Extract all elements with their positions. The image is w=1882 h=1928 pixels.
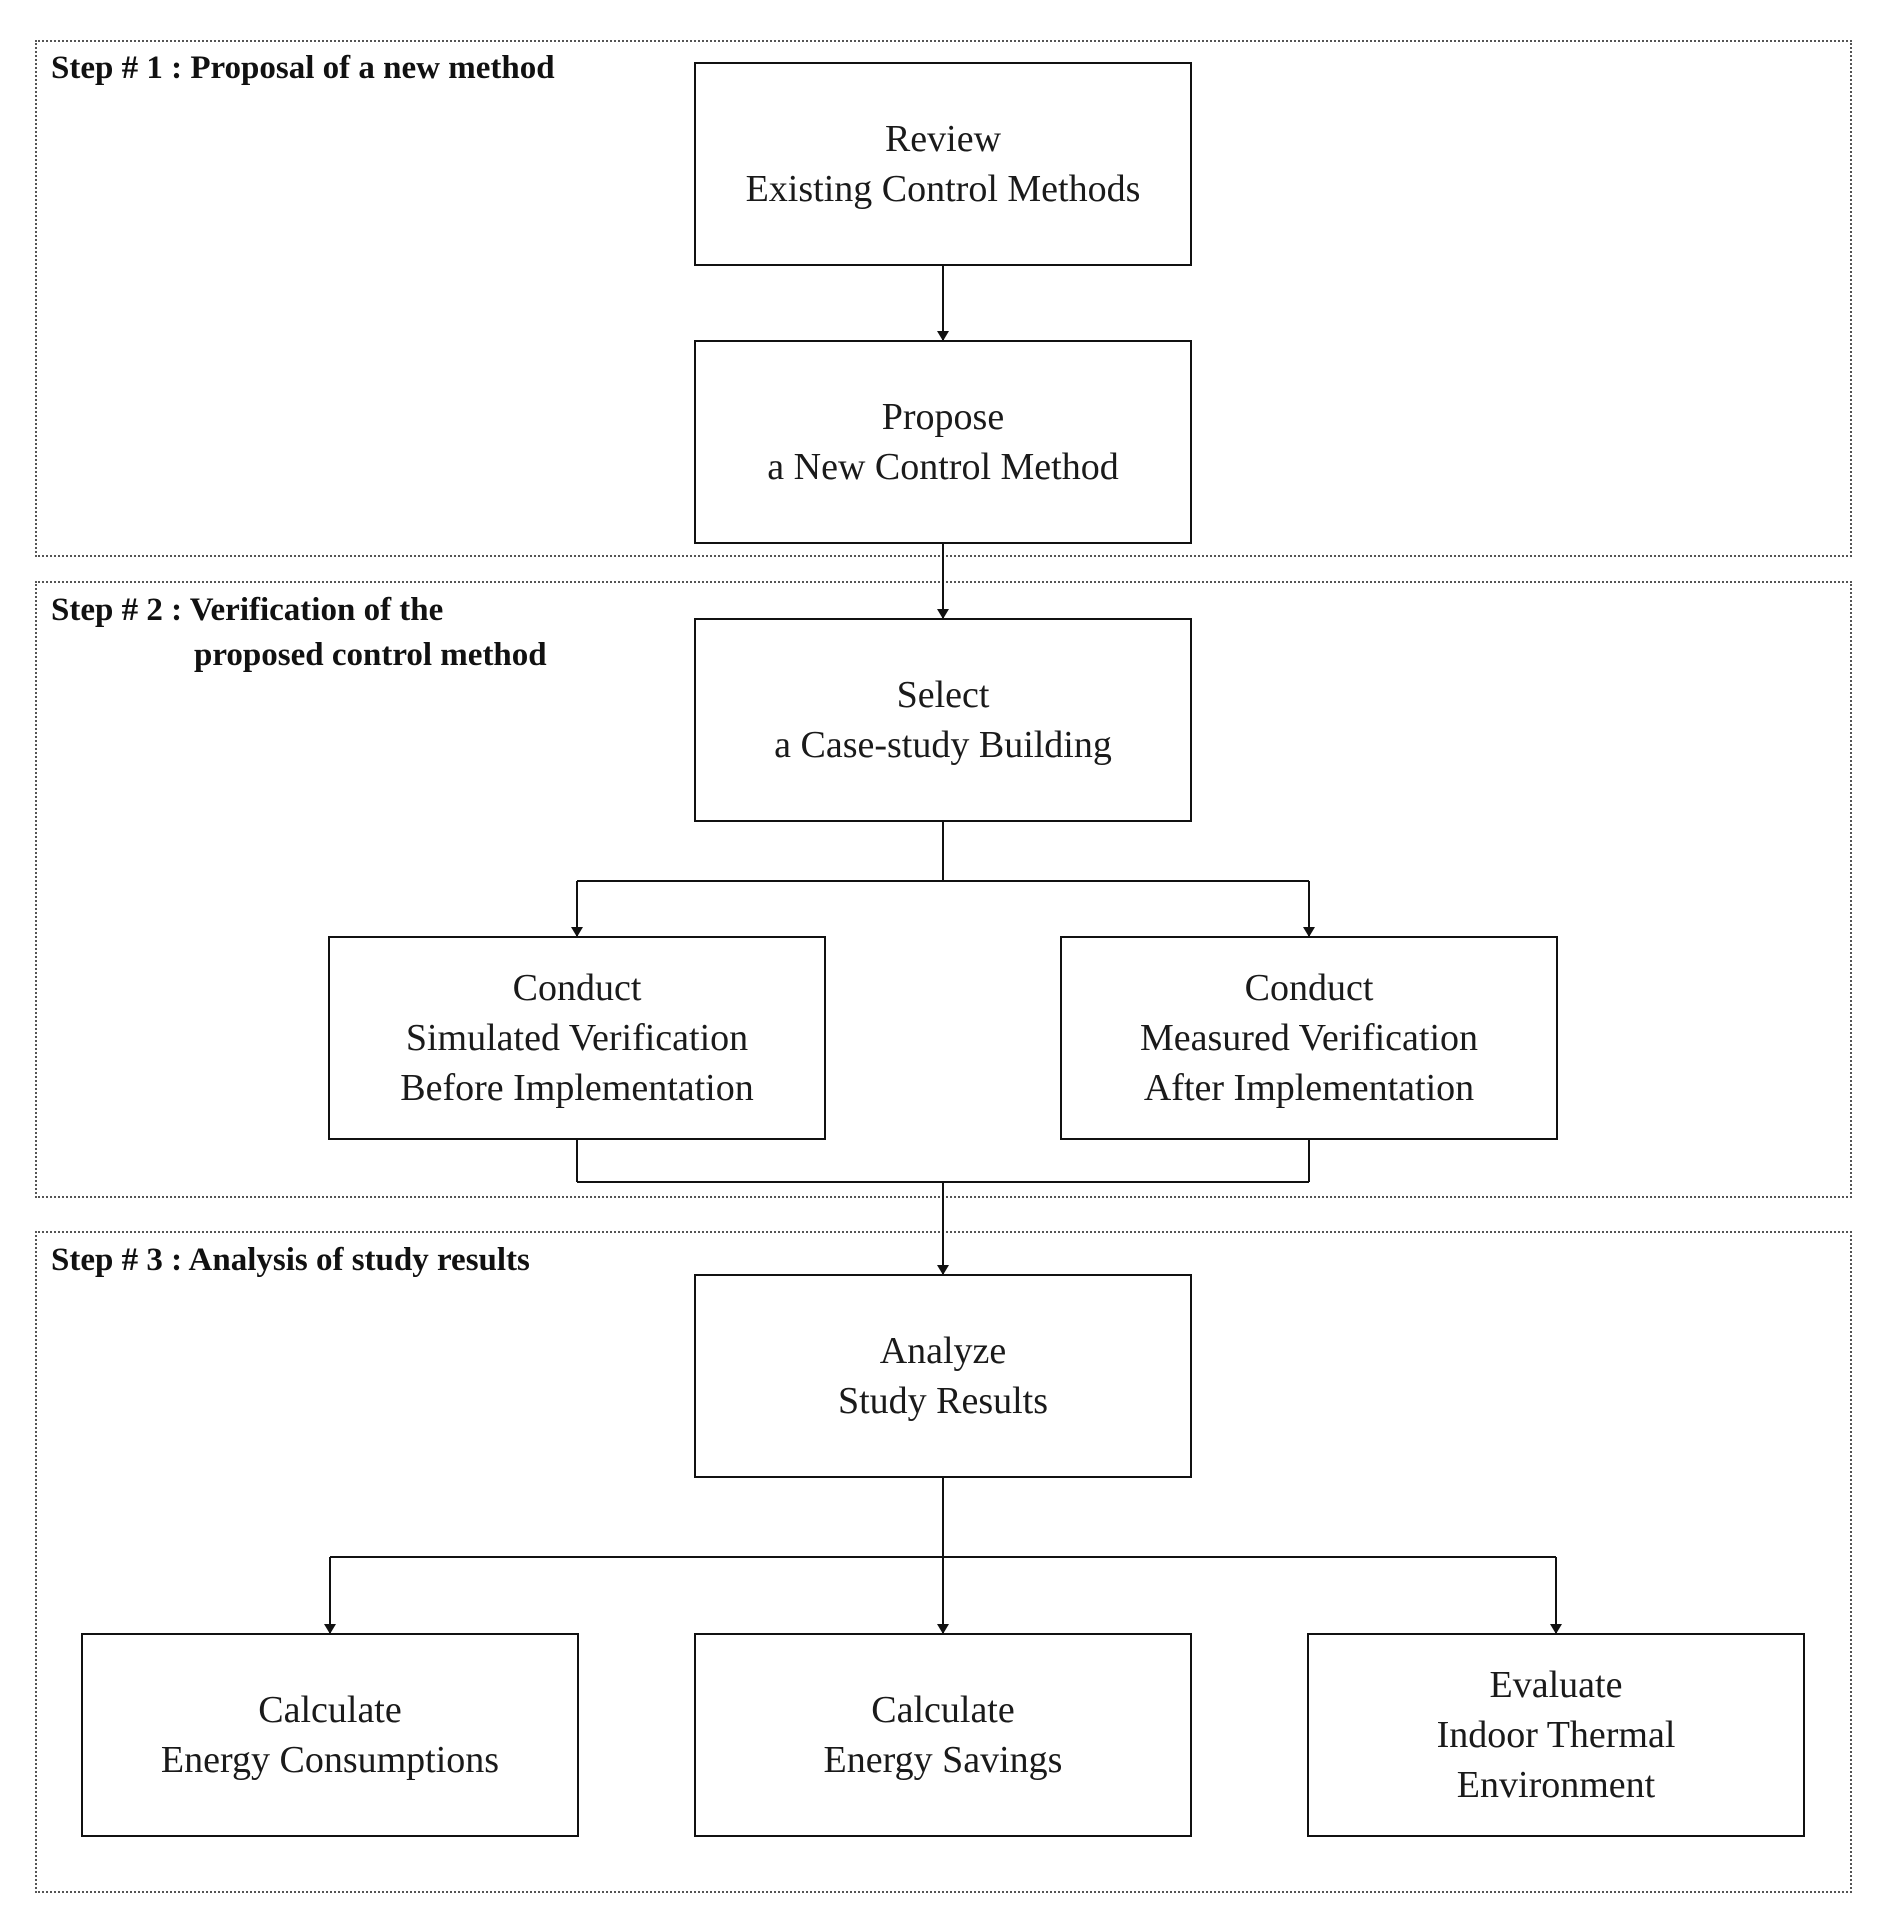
- node-text: Conduct: [1244, 967, 1374, 1009]
- node-text: Analyze: [879, 1330, 1007, 1372]
- node-text: Measured Verification: [1139, 1017, 1478, 1059]
- step-3-title: Step # 3 : Analysis of study results: [51, 1238, 530, 1283]
- node-simulated-verification: Conduct Simulated Verification Before Im…: [328, 936, 826, 1140]
- node-select-case-study-building: Select a Case-study Building: [694, 618, 1192, 822]
- node-text: Energy Savings: [823, 1739, 1063, 1781]
- node-text: Before Implementation: [400, 1067, 754, 1109]
- step-1-title-line-1: Step # 1 : Proposal of a new method: [51, 50, 555, 86]
- node-text: Evaluate: [1489, 1664, 1623, 1706]
- step-2-title: Step # 2 : Verification of the proposed …: [51, 588, 547, 678]
- node-text: Existing Control Methods: [745, 168, 1141, 210]
- node-propose-new-control-method: Propose a New Control Method: [694, 340, 1192, 544]
- step-2-title-line-1: Step # 2 : Verification of the: [51, 592, 444, 628]
- node-text: a New Control Method: [767, 446, 1119, 488]
- node-evaluate-indoor-thermal-environment: Evaluate Indoor Thermal Environment: [1307, 1633, 1805, 1837]
- node-text: Calculate: [871, 1689, 1015, 1731]
- node-text: Select: [896, 674, 990, 716]
- step-3-title-line-1: Step # 3 : Analysis of study results: [51, 1242, 530, 1278]
- node-analyze-study-results: Analyze Study Results: [694, 1274, 1192, 1478]
- node-text: Study Results: [837, 1380, 1049, 1422]
- node-text: Simulated Verification: [405, 1017, 749, 1059]
- node-text: Conduct: [512, 967, 642, 1009]
- node-review-existing-control-methods: Review Existing Control Methods: [694, 62, 1192, 266]
- node-text: Review: [884, 118, 1002, 160]
- step-1-title: Step # 1 : Proposal of a new method: [51, 46, 555, 91]
- node-text: a Case-study Building: [774, 724, 1112, 766]
- node-calculate-energy-consumptions: Calculate Energy Consumptions: [81, 1633, 579, 1837]
- node-text: Propose: [881, 396, 1005, 438]
- node-text: Calculate: [258, 1689, 402, 1731]
- node-calculate-energy-savings: Calculate Energy Savings: [694, 1633, 1192, 1837]
- node-text: After Implementation: [1143, 1067, 1475, 1109]
- node-text: Environment: [1456, 1764, 1656, 1806]
- node-text: Energy Consumptions: [160, 1739, 500, 1781]
- node-text: Indoor Thermal: [1436, 1714, 1676, 1756]
- node-measured-verification: Conduct Measured Verification After Impl…: [1060, 936, 1558, 1140]
- step-2-title-line-2: proposed control method: [194, 637, 547, 673]
